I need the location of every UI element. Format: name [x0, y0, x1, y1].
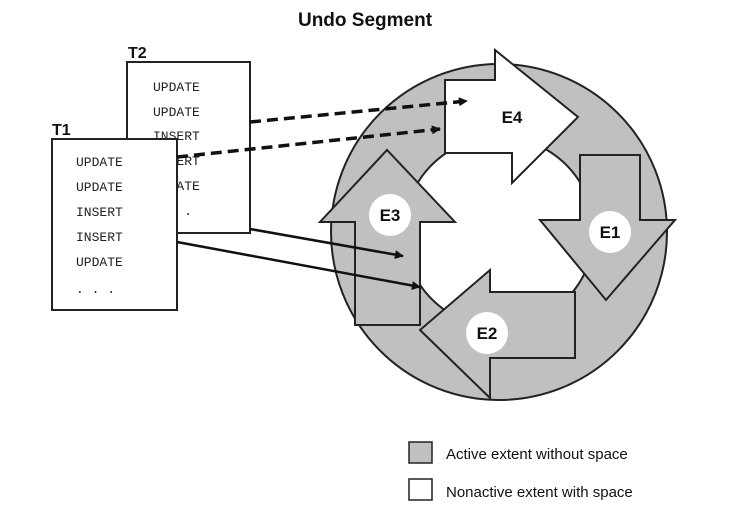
- t1-to-e3-arrow-1: [249, 227, 404, 260]
- t2-to-e4-arrow-2: [176, 125, 441, 159]
- extent-e4-label: E4: [502, 108, 523, 127]
- t2-to-e4-arrow-1: [249, 97, 468, 124]
- transaction-t1-box: [51, 138, 178, 311]
- legend: Active extent without space Nonactive ex…: [408, 441, 633, 501]
- extent-e4-bubble: [491, 96, 533, 138]
- extent-e2-bubble: [466, 312, 508, 354]
- extent-e3-label: E3: [380, 206, 401, 225]
- t2-statement: UPDATE: [153, 80, 200, 95]
- extent-e3-arrow: [317, 148, 458, 326]
- diagram-title: Undo Segment: [298, 10, 433, 31]
- transaction-t1-label: T1: [52, 122, 71, 139]
- t1-statement: UPDATE: [76, 155, 123, 170]
- legend-swatch-nonactive: [408, 478, 433, 501]
- extent-e2-label: E2: [477, 324, 498, 343]
- extent-e1-label: E1: [600, 223, 621, 242]
- t1-statement: UPDATE: [76, 255, 123, 270]
- t1-statement: . . .: [76, 282, 115, 297]
- legend-label-nonactive: Nonactive extent with space: [446, 484, 633, 501]
- transaction-t2-label: T2: [128, 45, 147, 62]
- transaction-t1: T1 UPDATE UPDATE INSERT INSERT UPDATE . …: [51, 122, 178, 311]
- t1-statement: INSERT: [76, 230, 123, 245]
- t1-to-e3-arrow-2: [176, 240, 421, 290]
- legend-swatch-active: [408, 441, 433, 464]
- t2-statement: UPDATE: [153, 105, 200, 120]
- t1-statement: INSERT: [76, 205, 123, 220]
- extent-e1-bubble: [589, 211, 631, 253]
- t1-statement: UPDATE: [76, 180, 123, 195]
- legend-label-active: Active extent without space: [446, 446, 628, 463]
- extent-e3-bubble: [369, 194, 411, 236]
